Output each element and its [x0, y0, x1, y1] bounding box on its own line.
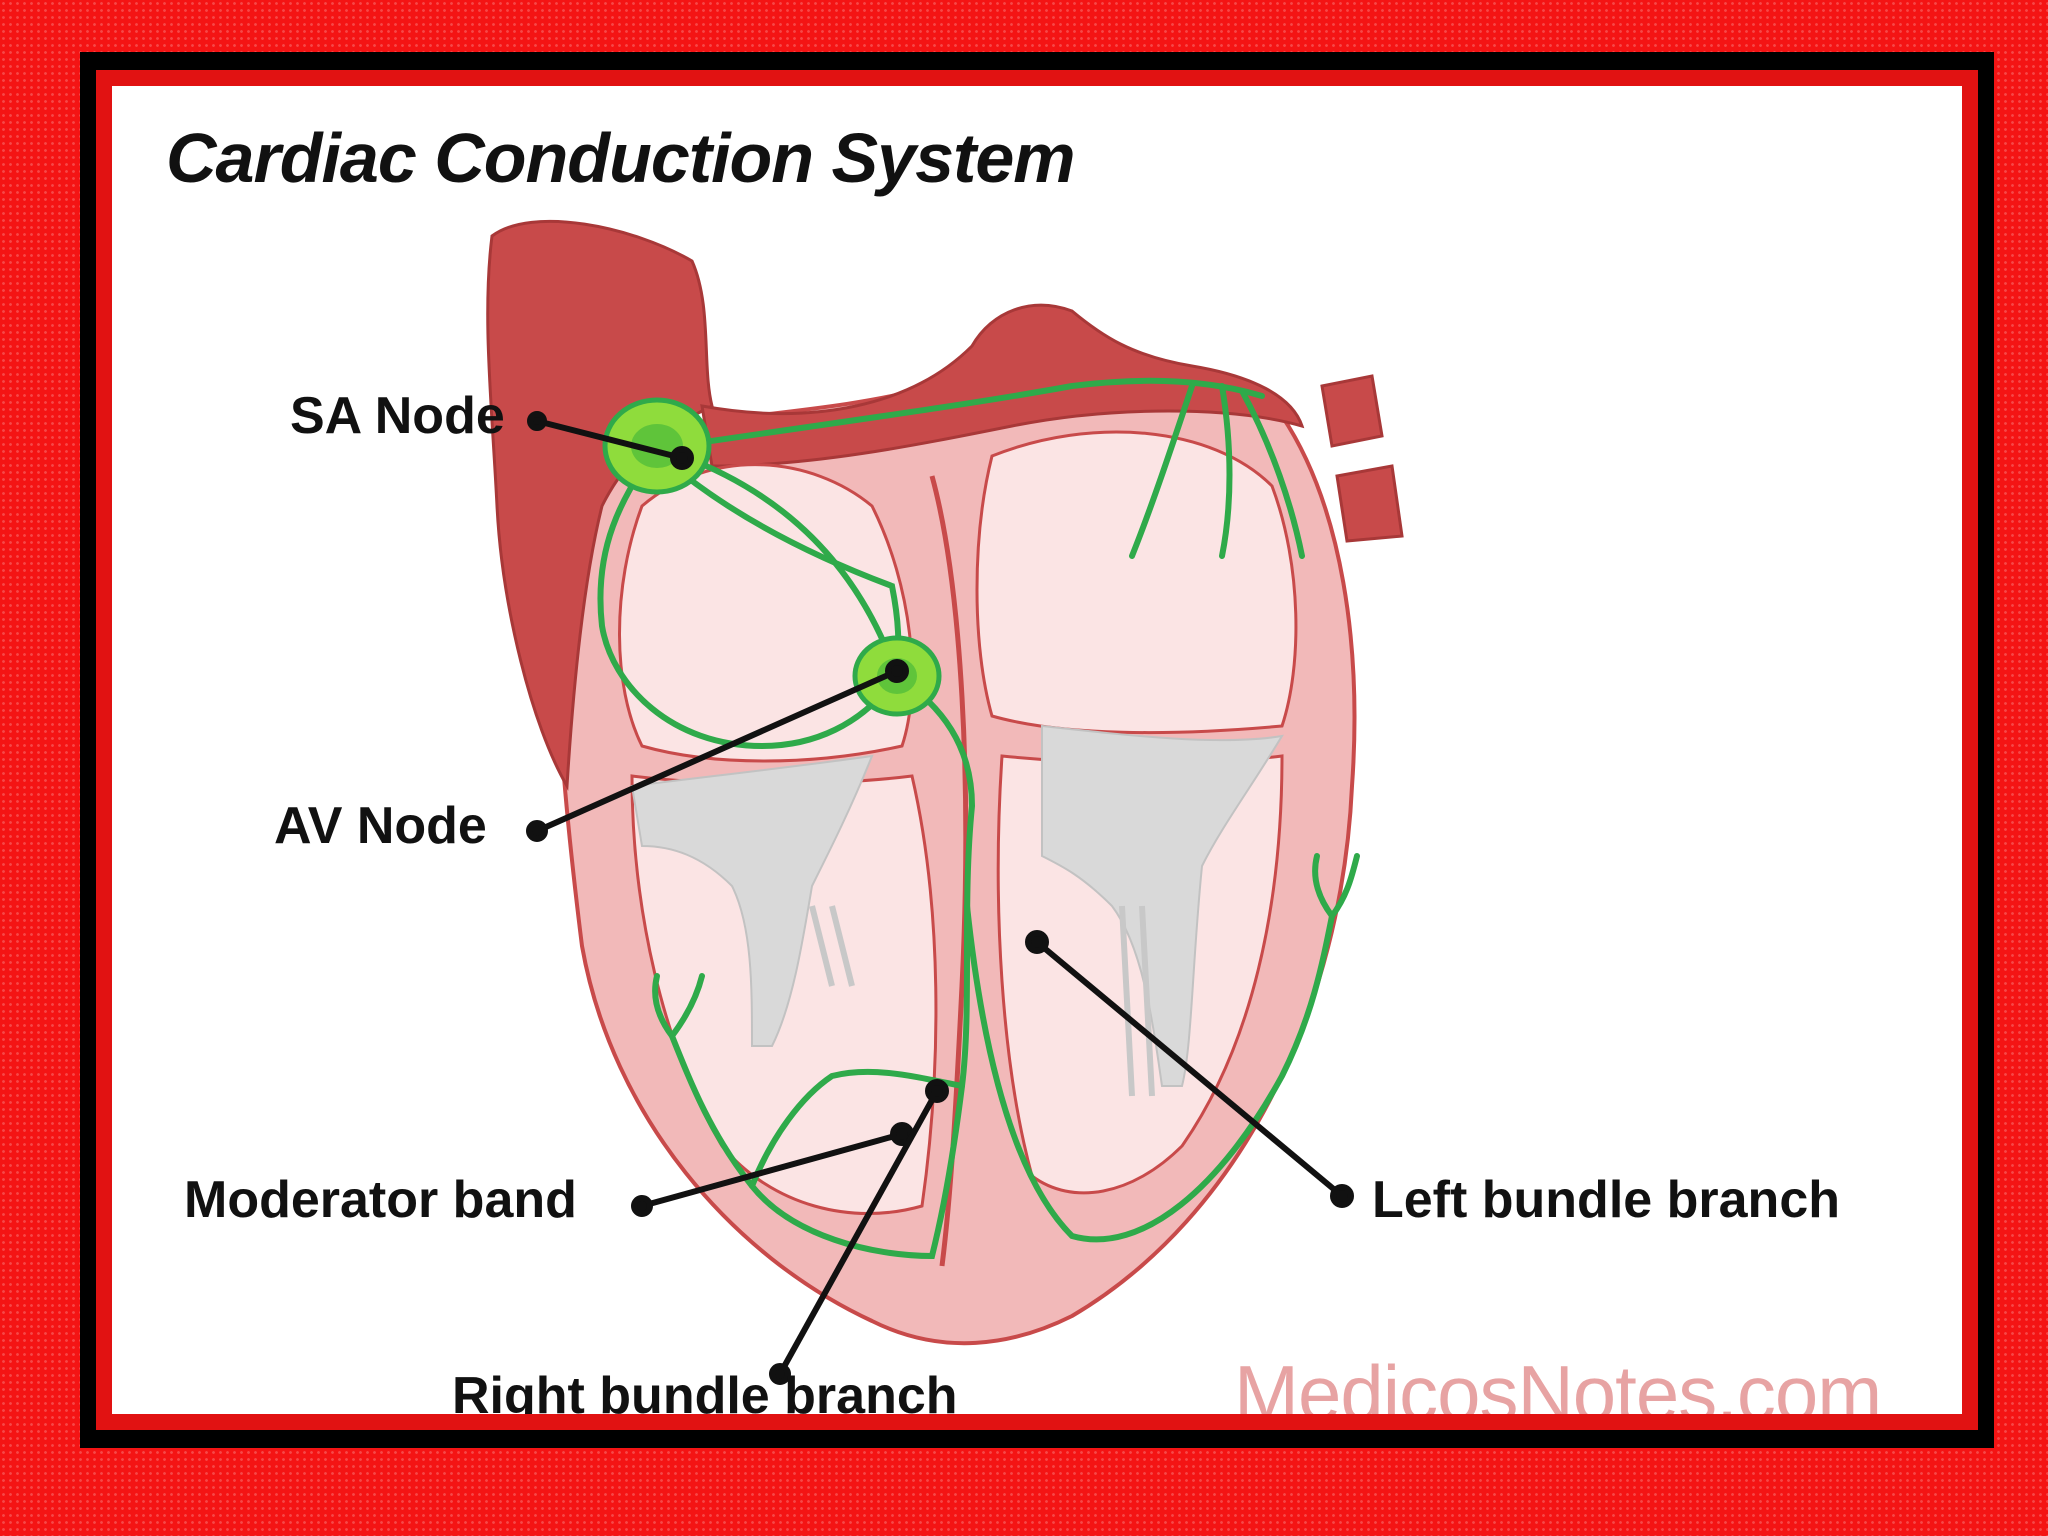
chordae-tendineae	[809, 905, 1155, 1097]
left-atrium	[975, 430, 1298, 735]
diagram-panel: Cardiac Conduction System SA Node AV Nod…	[112, 86, 1962, 1414]
conduction-pathways	[597, 377, 1360, 1260]
leader-lines	[526, 411, 1354, 1385]
label-left-bundle-branch: Left bundle branch	[1372, 1171, 1840, 1229]
watermark-logo: MedicosNotes.com	[1234, 1349, 1882, 1414]
label-sa-node: SA Node	[290, 387, 505, 445]
tricuspid-valve	[630, 754, 874, 1047]
heart-illustration	[486, 219, 1404, 1385]
label-av-node: AV Node	[274, 797, 487, 855]
label-right-bundle-branch: Right bundle branch	[452, 1367, 958, 1414]
diagram-title: Cardiac Conduction System	[166, 119, 1076, 197]
aortic-arch	[700, 303, 1305, 468]
superior-vena-cava	[486, 219, 714, 792]
label-moderator-band: Moderator band	[184, 1171, 577, 1229]
mitral-valve	[1041, 724, 1284, 1087]
right-atrium	[618, 463, 914, 763]
pulmonary-veins	[1320, 374, 1404, 543]
sa-node	[602, 397, 712, 495]
